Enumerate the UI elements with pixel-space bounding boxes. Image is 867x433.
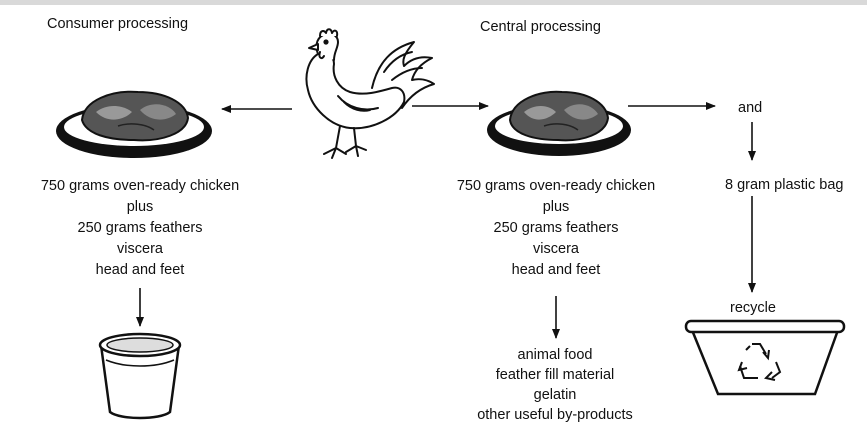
roast-chicken-icon <box>56 92 212 158</box>
plastic-bag-label: 8 gram plastic bag <box>725 178 843 193</box>
central-line: plus <box>416 197 696 218</box>
consumer-line: plus <box>0 197 280 218</box>
byproduct-item: animal food <box>440 345 670 365</box>
central-description: 750 grams oven-ready chicken plus 250 gr… <box>416 176 696 281</box>
consumer-line: 250 grams feathers <box>0 218 280 239</box>
chicken-icon <box>306 29 434 158</box>
byproduct-item: feather fill material <box>440 365 670 385</box>
byproducts-list: animal food feather fill material gelati… <box>440 345 670 425</box>
byproduct-item: gelatin <box>440 385 670 405</box>
byproduct-item: other useful by-products <box>440 405 670 425</box>
consumer-heading: Consumer processing <box>47 17 188 32</box>
consumer-description: 750 grams oven-ready chicken plus 250 gr… <box>0 176 280 281</box>
central-line: 250 grams feathers <box>416 218 696 239</box>
consumer-line: 750 grams oven-ready chicken <box>0 176 280 197</box>
central-line: viscera <box>416 239 696 260</box>
recycle-label: recycle <box>730 301 776 316</box>
waste-bin-icon <box>100 334 180 418</box>
and-label: and <box>738 101 762 116</box>
central-line: 750 grams oven-ready chicken <box>416 176 696 197</box>
consumer-line: head and feet <box>0 260 280 281</box>
central-heading: Central processing <box>480 20 601 35</box>
central-line: head and feet <box>416 260 696 281</box>
roast-chicken-icon <box>487 92 631 156</box>
recycle-bin-icon <box>686 321 844 394</box>
consumer-line: viscera <box>0 239 280 260</box>
